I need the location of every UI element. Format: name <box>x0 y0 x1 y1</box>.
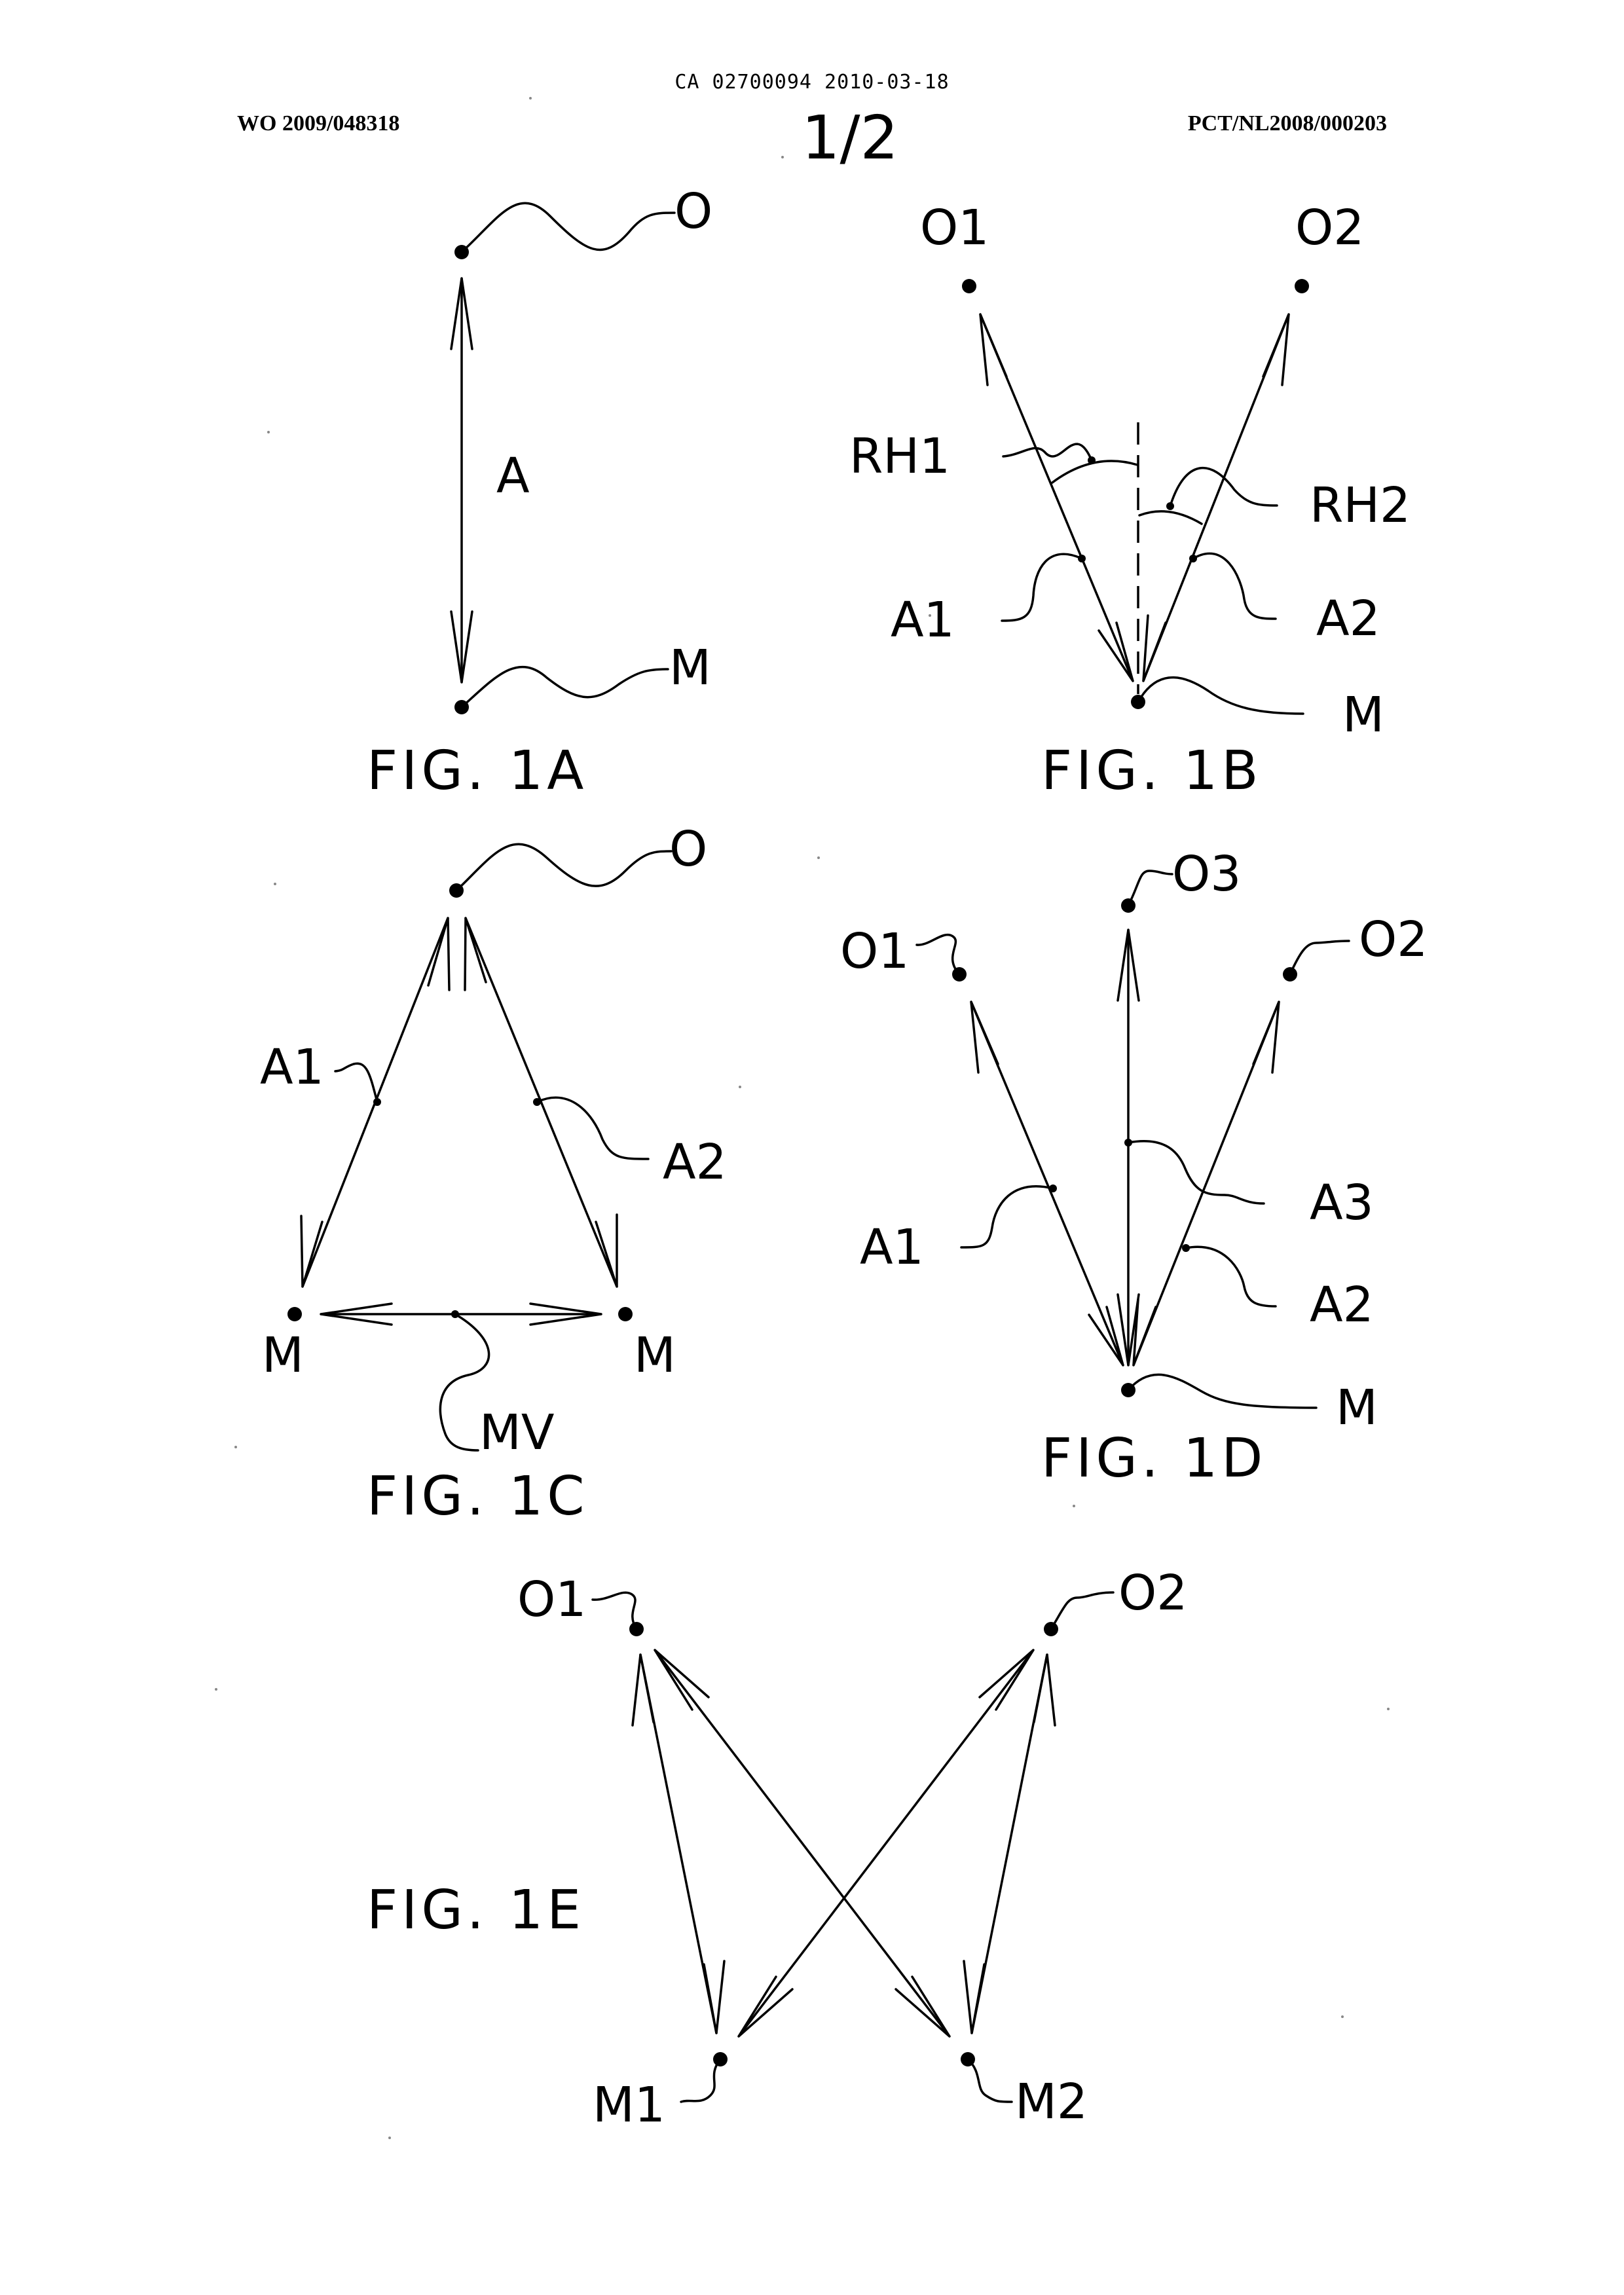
label-m: M <box>1336 1380 1378 1436</box>
label-m1: M1 <box>593 2077 665 2133</box>
scan-specks <box>215 97 1390 2139</box>
label-o1: O1 <box>840 923 909 980</box>
arrowhead-a2-down <box>1134 1300 1156 1365</box>
label-o2: O2 <box>1118 1565 1187 1621</box>
label-m: M <box>1342 687 1384 743</box>
leader-a3 <box>1128 1141 1264 1203</box>
arrowhead-a1-up <box>971 1002 998 1073</box>
arrowhead-a1-down <box>1099 623 1133 681</box>
figure-caption: FIG. 1D <box>1041 1427 1266 1490</box>
label-a3: A3 <box>1310 1175 1374 1231</box>
leader-m2 <box>968 2059 1012 2102</box>
leader-m <box>462 667 668 707</box>
arrowhead-a1-up <box>980 314 1006 385</box>
label-a1: A1 <box>860 1219 924 1276</box>
arrow-o1-m2-line <box>655 1650 950 2036</box>
arrowhead-a2-up <box>1253 1002 1279 1073</box>
leader-m <box>1138 678 1303 714</box>
label-a2: A2 <box>1310 1277 1374 1333</box>
origin2-node <box>1295 279 1309 293</box>
leader-o <box>462 203 674 252</box>
angle-arc-rh2 <box>1139 511 1202 524</box>
leader-o2 <box>1290 941 1349 974</box>
figure-1e: O1 O2 M1 M2 FIG. 1E <box>367 1565 1187 2133</box>
figure-caption: FIG. 1E <box>367 1879 585 1941</box>
leader-o2 <box>1051 1592 1113 1629</box>
leader-o1 <box>593 1592 637 1629</box>
leader-m1 <box>681 2059 720 2102</box>
label-o3: O3 <box>1172 846 1241 902</box>
label-a2: A2 <box>663 1134 727 1190</box>
arrowhead-a1-up <box>428 918 449 990</box>
sheet-number: 1/2 <box>802 103 898 173</box>
figure-1d: O1 O3 O2 A1 A3 A2 M FIG. 1D <box>840 846 1428 1490</box>
label-mv: MV <box>479 1405 555 1461</box>
label-o2: O2 <box>1359 911 1428 968</box>
label-o2: O2 <box>1295 200 1364 256</box>
label-rh2: RH2 <box>1310 477 1411 534</box>
label-m2: M2 <box>1015 2074 1088 2130</box>
label-o1: O1 <box>517 1571 586 1628</box>
arrow-o2-m1-line <box>739 1650 1033 2036</box>
label-m-left: M <box>262 1327 304 1384</box>
figure-1c: O A1 A2 M M MV FIG. 1C <box>260 821 727 1528</box>
arrowhead-a2-down <box>596 1215 617 1287</box>
leader-a1 <box>1002 554 1082 621</box>
label-a: A <box>496 448 530 504</box>
leader-a2 <box>1186 1247 1276 1306</box>
label-m: M <box>669 640 711 696</box>
label-m-right: M <box>634 1327 676 1384</box>
label-o1: O1 <box>920 200 989 256</box>
arrow-a2-line <box>466 918 617 1287</box>
arrowhead-o2-m2-up <box>1034 1655 1055 1725</box>
arrowhead-o2-m2-down <box>964 1961 984 2033</box>
label-o: O <box>669 821 707 877</box>
origin1-node <box>962 279 976 293</box>
label-o: O <box>674 183 712 240</box>
target-left-node <box>287 1307 302 1321</box>
leader-o3 <box>1128 871 1172 906</box>
label-rh1: RH1 <box>849 428 950 485</box>
leader-a2 <box>1193 553 1276 619</box>
label-a1: A1 <box>891 592 955 648</box>
figure-caption: FIG. 1B <box>1041 740 1262 802</box>
leader-rh2 <box>1170 468 1277 506</box>
arrowhead-o1-m1-up <box>633 1655 654 1725</box>
leader-a1 <box>335 1063 377 1102</box>
arrowhead-a1-down <box>301 1216 322 1287</box>
leader-a1 <box>961 1186 1053 1247</box>
leader-m <box>1128 1374 1316 1408</box>
angle-arc-rh1 <box>1052 461 1137 483</box>
arrowhead-o1-m1-down <box>704 1961 724 2033</box>
figure-1a: O A M FIG. 1A <box>367 183 712 802</box>
leader-a2 <box>537 1097 648 1159</box>
arrowhead-a2-up <box>1263 314 1289 385</box>
figure-caption: FIG. 1C <box>367 1465 588 1528</box>
leader-rh1 <box>1003 444 1092 460</box>
arrowhead-a1-down <box>1089 1307 1123 1365</box>
leader-o <box>456 844 671 890</box>
label-a2: A2 <box>1316 591 1380 647</box>
arrowhead-a2-up <box>465 918 486 990</box>
figure-1b: O1 O2 RH1 RH2 A1 A2 M FIG. 1B <box>849 200 1411 802</box>
target-right-node <box>618 1307 633 1321</box>
figure-caption: FIG. 1A <box>367 740 587 802</box>
arrowhead-a2-down <box>1143 615 1166 681</box>
label-a1: A1 <box>260 1039 324 1095</box>
leader-o1 <box>917 935 959 974</box>
